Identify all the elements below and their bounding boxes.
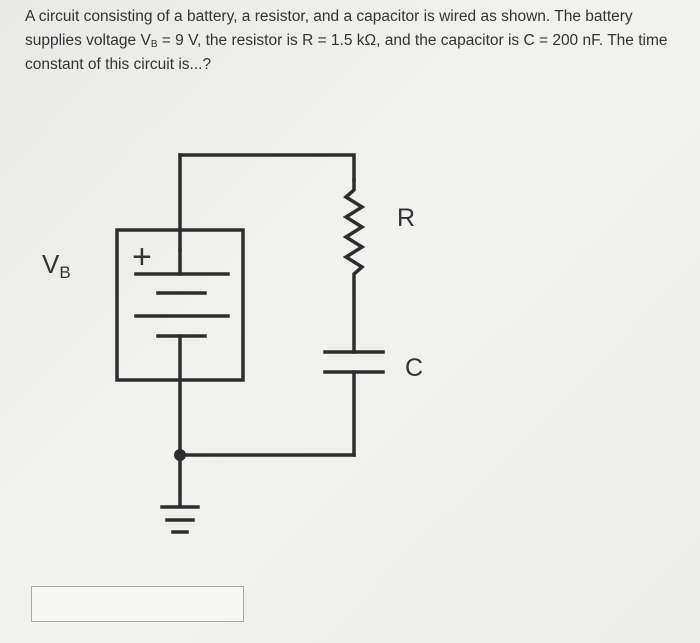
battery-label: VB xyxy=(42,249,71,282)
resistor xyxy=(342,178,366,354)
capacitor-label: C xyxy=(405,354,423,382)
question-subscript: B xyxy=(150,39,158,50)
question-part-1: A circuit consisting of a battery, a res… xyxy=(25,8,633,49)
battery-label-sub: B xyxy=(59,263,70,282)
battery-plus-sign: + xyxy=(132,238,152,276)
resistor-label: R xyxy=(397,204,415,232)
top-wire xyxy=(178,153,356,182)
question-part-2: = 9 V, the resistor is R = 1.5 kΩ, and t… xyxy=(25,32,668,73)
battery-label-main: V xyxy=(42,249,60,279)
junction-dot xyxy=(174,449,186,461)
question-text: A circuit consisting of a battery, a res… xyxy=(25,5,685,77)
answer-input[interactable] xyxy=(31,586,244,622)
